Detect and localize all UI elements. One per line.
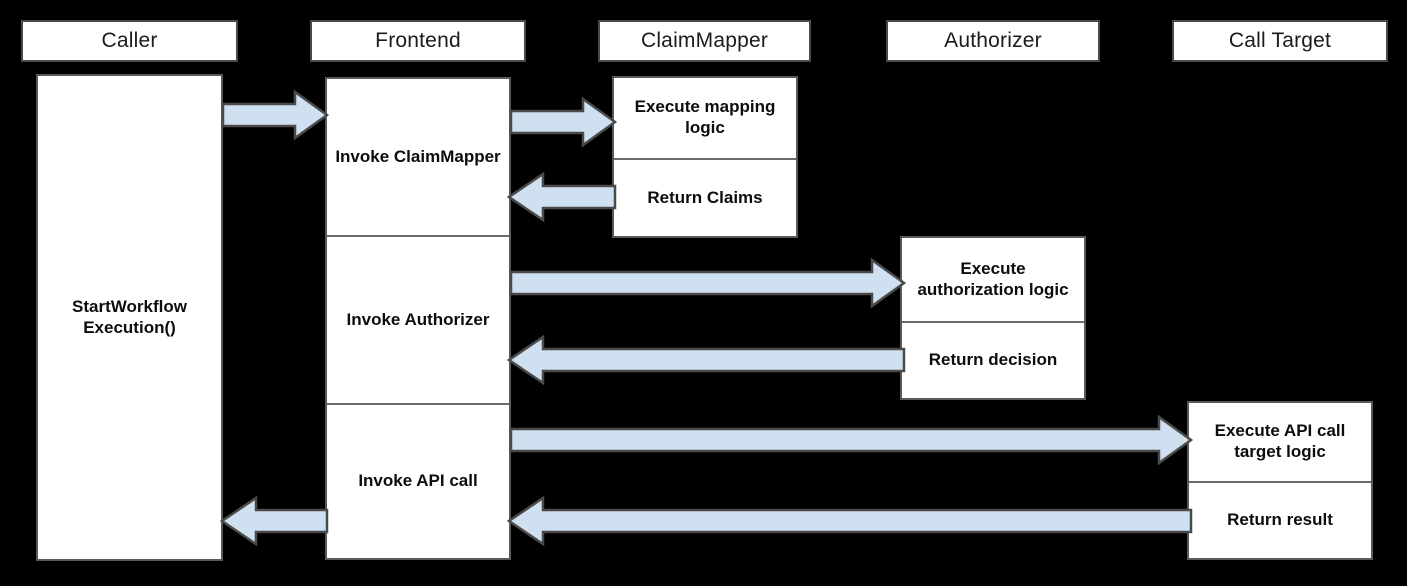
lane-header-frontend[interactable]: Frontend: [310, 20, 526, 62]
activation-caller-segment-1: StartWorkflow Execution(): [72, 296, 187, 337]
activation-caller[interactable]: StartWorkflow Execution(): [36, 74, 223, 561]
activation-claimmapper[interactable]: Execute mapping logic Return Claims: [612, 76, 798, 238]
lane-header-claimmapper[interactable]: ClaimMapper: [598, 20, 811, 62]
activation-frontend-segment-1: Invoke ClaimMapper: [335, 146, 501, 166]
message-arrow-frontend-to-claimmapper[interactable]: [509, 96, 618, 148]
activation-authorizer-segment-2: Return decision: [902, 321, 1084, 398]
activation-authorizer[interactable]: Execute authorization logic Return decis…: [900, 236, 1086, 400]
message-arrow-caller-to-frontend[interactable]: [221, 89, 330, 141]
activation-claimmapper-segment-2: Return Claims: [614, 158, 796, 236]
message-arrow-frontend-to-authorizer[interactable]: [509, 257, 907, 309]
lane-header-authorizer-label: Authorizer: [944, 29, 1042, 52]
lane-header-claimmapper-label: ClaimMapper: [640, 29, 769, 52]
lane-header-frontend-label: Frontend: [375, 29, 461, 52]
lane-header-calltarget-label: Call Target: [1228, 29, 1332, 52]
activation-claimmapper-segment-1: Execute mapping logic: [634, 97, 776, 137]
lane-header-authorizer[interactable]: Authorizer: [886, 20, 1100, 62]
activation-calltarget-segment-1: Execute API call target logic: [1214, 421, 1346, 461]
activation-frontend-segment-3: Invoke API call: [327, 403, 509, 558]
lane-header-calltarget[interactable]: Call Target: [1172, 20, 1388, 62]
activation-calltarget-segment-2: Return result: [1189, 481, 1371, 558]
activation-calltarget[interactable]: Execute API call target logic Return res…: [1187, 401, 1373, 560]
activation-authorizer-segment-1: Execute authorization logic: [917, 258, 1069, 299]
message-arrow-frontend-to-caller[interactable]: [219, 495, 329, 547]
activation-frontend-segment-2: Invoke Authorizer: [327, 235, 509, 403]
lane-header-caller-label: Caller: [101, 29, 158, 52]
activation-frontend[interactable]: Invoke ClaimMapper Invoke Authorizer Inv…: [325, 77, 511, 560]
message-arrow-frontend-to-calltarget[interactable]: [509, 414, 1194, 466]
message-arrow-calltarget-to-frontend[interactable]: [506, 495, 1193, 547]
lane-header-caller[interactable]: Caller: [21, 20, 238, 62]
message-arrow-claimmapper-to-frontend[interactable]: [506, 171, 617, 223]
message-arrow-authorizer-to-frontend[interactable]: [506, 334, 906, 386]
